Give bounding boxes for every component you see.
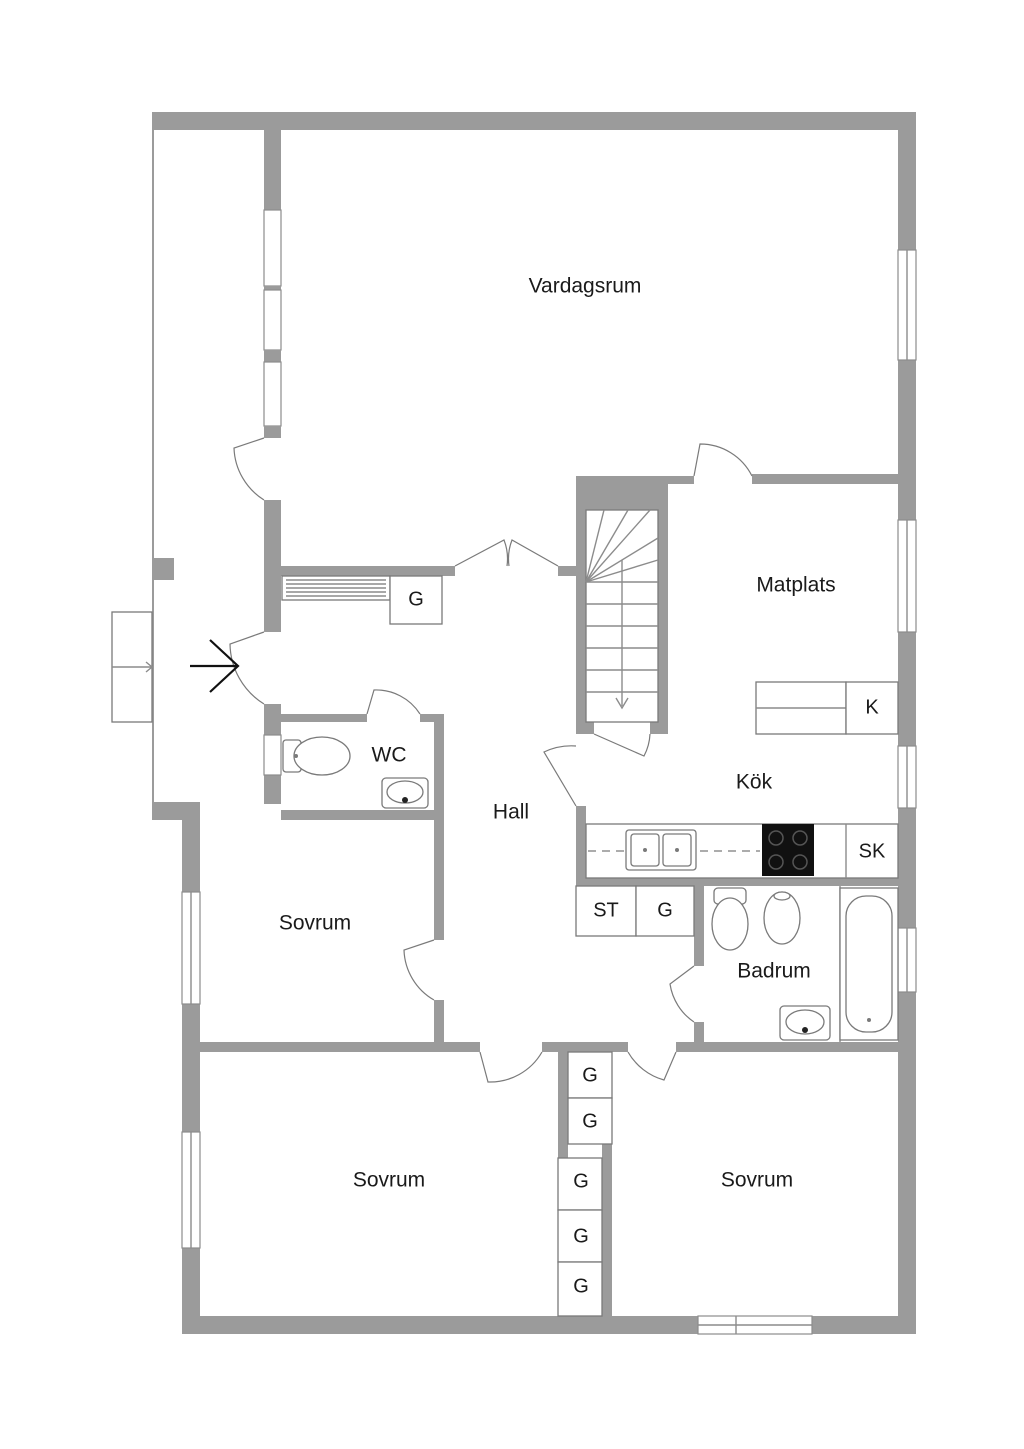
bathroom-toilet-icon [711, 887, 749, 951]
room-label-wc: WC [372, 744, 407, 767]
wc-toilet-icon [282, 736, 351, 776]
room-label-kok: Kök [736, 771, 773, 794]
closet-label-g-near-st: G [657, 899, 673, 921]
closet-g-stack-1 [567, 1051, 613, 1099]
bidet-icon [763, 891, 801, 945]
bathroom-sink-icon [779, 1005, 831, 1041]
room-label-sovrum-2: Sovrum [353, 1169, 425, 1192]
doors [229, 437, 753, 1083]
closet-label-g-1: G [582, 1064, 598, 1086]
closet-g-stack-5 [557, 1261, 603, 1317]
wc-sink-icon [381, 777, 429, 809]
closet-label-g-5: G [573, 1275, 589, 1297]
room-label-badrum: Badrum [737, 960, 811, 983]
room-label-sovrum-3: Sovrum [721, 1169, 793, 1192]
closet-label-g-4: G [573, 1225, 589, 1247]
room-label-matplats: Matplats [756, 574, 835, 597]
bathtub-icon [839, 887, 899, 1041]
closet-label-g-3: G [573, 1170, 589, 1192]
entrance [111, 611, 154, 723]
closet-g-near-st [635, 885, 695, 937]
closet-g-stack-2 [567, 1097, 613, 1145]
fridge-box [845, 681, 899, 735]
fixture-label-k: K [865, 696, 879, 718]
closet-g-stack-3 [557, 1157, 603, 1211]
closet-label-g-2: G [582, 1110, 598, 1132]
kitchen-sink-icon [625, 829, 697, 871]
fixture-label-sk: SK [859, 840, 886, 862]
closet-hall-top [389, 575, 443, 625]
windows [181, 249, 917, 1335]
room-label-vardagsrum: Vardagsrum [529, 275, 642, 298]
radiator [281, 575, 391, 601]
closet-g-stack-4 [557, 1209, 603, 1263]
room-label-sovrum-1: Sovrum [279, 912, 351, 935]
staircase [585, 509, 659, 723]
closet-label-g-hall-top: G [408, 588, 424, 610]
closet-label-st: ST [593, 899, 619, 921]
stove-icon [762, 824, 814, 876]
room-label-hall: Hall [493, 801, 529, 824]
closet-st [575, 885, 637, 937]
entrance-arrow-icon [190, 639, 240, 693]
